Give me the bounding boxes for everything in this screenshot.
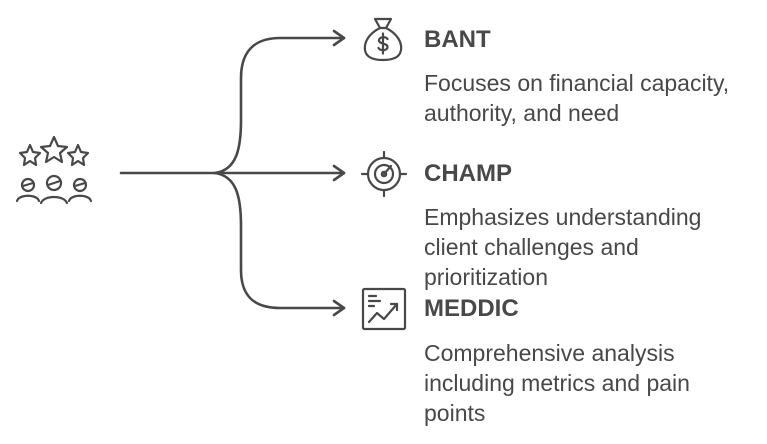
arrowhead-bant bbox=[332, 29, 346, 47]
branch-description-meddic: Comprehensive analysis including metrics… bbox=[424, 340, 690, 426]
money-bag-icon bbox=[363, 17, 403, 62]
arrowhead-champ bbox=[332, 164, 346, 182]
target-icon bbox=[360, 151, 408, 197]
branch-title-bant: BANT bbox=[424, 26, 491, 53]
branch-title-champ: CHAMP bbox=[424, 160, 512, 187]
chart-board-icon bbox=[361, 287, 407, 331]
rated-people-icon bbox=[15, 135, 93, 205]
branch-description-champ: Emphasizes understanding client challeng… bbox=[424, 204, 702, 290]
branch-description-bant: Focuses on financial capacity, authority… bbox=[424, 70, 730, 126]
connector-meddic bbox=[213, 171, 346, 310]
branch-title-meddic: MEDDIC bbox=[424, 295, 519, 322]
arrowhead-meddic bbox=[332, 299, 346, 317]
connector-bant bbox=[213, 36, 346, 175]
